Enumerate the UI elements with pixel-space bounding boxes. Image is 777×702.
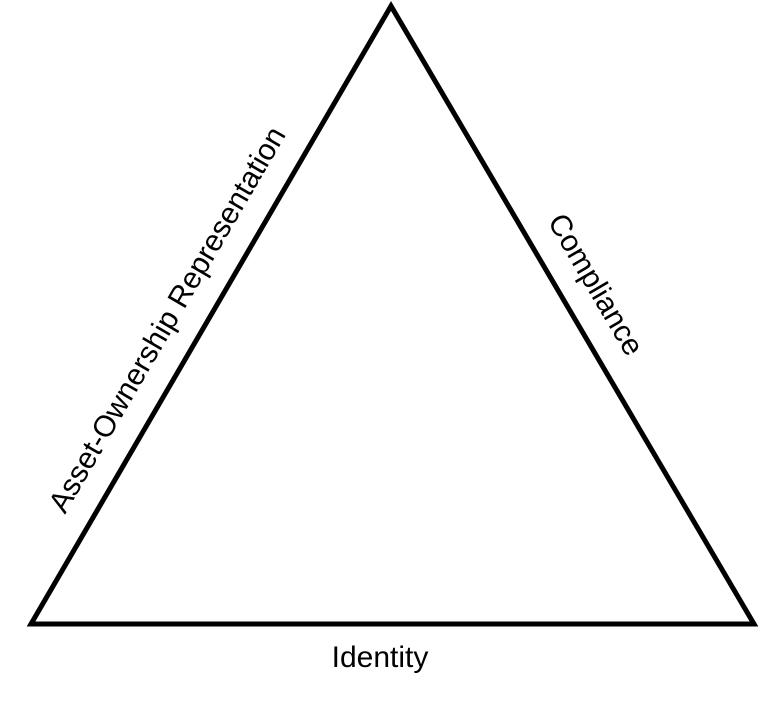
triangle-shape: [26, 1, 759, 627]
bottom-edge-label: Identity: [331, 641, 429, 674]
